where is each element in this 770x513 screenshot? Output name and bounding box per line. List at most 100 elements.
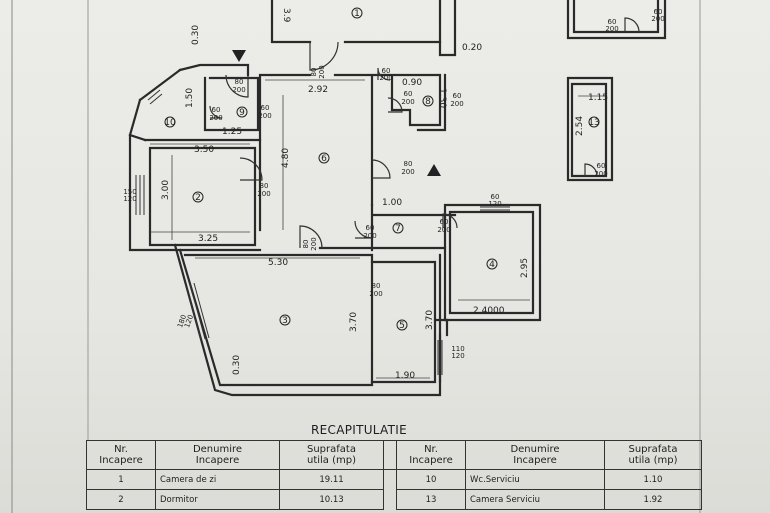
door-label-top-h: 200	[318, 65, 326, 78]
cell-area: 19.11	[279, 469, 384, 490]
window-label-2-w: 150	[123, 188, 136, 196]
recap-title: RECAPITULATIE	[311, 423, 407, 437]
room-circle-10	[164, 116, 176, 128]
window-room-4	[480, 206, 510, 211]
door-swing-6-bottom	[299, 225, 323, 249]
door-label-13-h: 200	[594, 170, 607, 178]
door-swing-13	[584, 163, 598, 177]
header-nr-line1: Nr.	[114, 444, 128, 455]
door-label-8b-h: 200	[450, 100, 463, 108]
table-row: 2 Dormitor 10.13 13 Camera Serviciu 1.92	[86, 489, 702, 510]
room-number-4: 4	[489, 260, 495, 270]
room-9-walls	[178, 63, 260, 132]
room-6-walls	[258, 73, 387, 232]
window-room-10	[147, 89, 163, 105]
room-circle-2	[192, 191, 204, 203]
dim-0-90: 0.90	[402, 78, 422, 88]
door-label-inset-h: 200	[605, 25, 618, 33]
table-gap	[383, 440, 397, 470]
header-denumire-line2: Incapere	[195, 455, 240, 466]
recap-table: Nr. Incapere Denumire Incapere Suprafata…	[86, 440, 702, 510]
window-room-5	[437, 340, 443, 375]
room-number-5: 5	[399, 321, 405, 331]
room-3-walls	[178, 248, 374, 387]
door-label-7b-w: 60	[440, 218, 449, 226]
dim-3-9: 3.9	[281, 8, 291, 23]
header-denumire-line1-right: Denumire	[510, 444, 560, 455]
cell-nr: 2	[86, 489, 156, 510]
door-swing-7	[354, 220, 373, 239]
header-nr-right: Nr. Incapere	[396, 440, 466, 470]
door-label-6b-w: 80	[302, 240, 310, 249]
room-7-walls	[318, 203, 457, 252]
dim-2-95: 2.95	[520, 258, 530, 278]
room-1-right-wall	[438, 0, 457, 57]
door-swing-10	[209, 105, 223, 119]
header-denumire-left: Denumire Incapere	[155, 440, 280, 470]
door-label-8a-h: 200	[401, 98, 414, 106]
cell-name: Camera de zi	[155, 469, 280, 490]
room-number-7: 7	[395, 224, 401, 234]
cell-nr: 10	[396, 469, 466, 490]
dim-0-20: 0.20	[462, 43, 482, 53]
door-label-8t-w: 60	[382, 67, 391, 75]
dim-1-25: 1.25	[222, 127, 242, 137]
header-suprafata-right: Suprafata utila (mp)	[604, 440, 702, 470]
header-suprafata-line2: utila (mp)	[306, 455, 356, 466]
room-5-walls	[370, 260, 437, 384]
dim-3-70-b: 3.70	[425, 310, 435, 330]
room-circle-8	[422, 95, 434, 107]
dim-2-92: 2.92	[308, 85, 328, 95]
table-gap	[383, 469, 397, 490]
header-nr-left: Nr. Incapere	[86, 440, 156, 470]
door-label-13-w: 60	[597, 162, 606, 170]
room-circle-6	[318, 152, 330, 164]
table-row: 1 Camera de zi 19.11 10 Wc.Serviciu 1.10	[86, 469, 702, 490]
header-denumire-line1: Denumire	[192, 444, 243, 455]
dim-1-15: 1.15	[588, 93, 608, 103]
door-swing-8	[387, 97, 403, 113]
door-label-6r-w: 80	[404, 160, 413, 168]
cell-area: 10.13	[279, 489, 384, 510]
window-label-5-h: 120	[451, 352, 464, 360]
dim-1-90: 1.90	[395, 371, 415, 381]
door-label-inset-w: 60	[608, 18, 617, 26]
door-label-inset2-w: 60	[654, 8, 663, 16]
door-label-8b-w: 60	[453, 92, 462, 100]
header-suprafata-left: Suprafata utila (mp)	[279, 440, 384, 470]
door-label-top-w: 80	[310, 68, 318, 77]
header-nr-line2-right: Incapere	[409, 455, 453, 466]
room-5-outer	[433, 318, 449, 384]
door-label-6b-h: 200	[310, 237, 318, 250]
room-1-walls	[270, 0, 442, 44]
room-circle-1	[351, 7, 363, 19]
door-label-8t-h: 200	[379, 74, 392, 82]
dim-3-00: 3.00	[161, 180, 171, 200]
door-swing-inset	[624, 17, 640, 33]
door-label-8a-w: 60	[404, 90, 413, 98]
dim-0-30-bottom: 0.30	[232, 355, 242, 375]
door-label-9b-w: 60	[261, 104, 270, 112]
room-circle-3	[279, 314, 291, 326]
window-label-4-w: 60	[491, 193, 500, 201]
table-gap	[383, 489, 397, 510]
room-4-walls	[443, 203, 542, 322]
door-label-2-w: 80	[260, 182, 269, 190]
header-nr-line1-right: Nr.	[424, 444, 438, 455]
room-2-walls	[128, 133, 262, 252]
door-label-7b-h: 200	[437, 226, 450, 234]
room-8-outer	[416, 73, 447, 132]
door-label-7a-h: 200	[363, 232, 376, 240]
door-label-7a-w: 60	[366, 224, 375, 232]
header-suprafata-line1: Suprafata	[307, 444, 356, 455]
inset-room-top	[566, 0, 667, 40]
dim-0-30-top: 0.30	[191, 25, 201, 45]
marker-triangle-top	[232, 50, 246, 62]
cell-nr: 13	[396, 489, 466, 510]
cell-name: Wc.Serviciu	[465, 469, 605, 490]
header-suprafata-line1-right: Suprafata	[628, 444, 678, 455]
dim-1-30: 1.30	[437, 88, 447, 108]
room-number-3: 3	[282, 316, 288, 326]
door-swing-top	[309, 41, 339, 71]
